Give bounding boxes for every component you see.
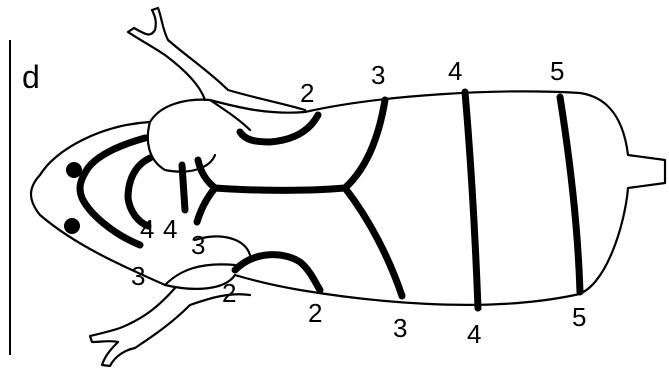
stripe-4 <box>465 92 478 308</box>
eye-upper <box>66 162 82 178</box>
label-bottom-4: 4 <box>467 319 481 349</box>
label-top-4: 4 <box>448 56 462 86</box>
eye-lower <box>64 218 80 234</box>
label-top-3: 3 <box>371 60 385 90</box>
label-head-4b: 4 <box>163 214 177 244</box>
label-head-3-right: 3 <box>191 230 205 260</box>
label-top-2: 2 <box>300 78 314 108</box>
label-head-3-left: 3 <box>131 261 145 291</box>
stripe-3-lower-branch <box>345 188 402 296</box>
head-stripe-bar <box>182 165 185 210</box>
stripe-5 <box>560 97 580 292</box>
label-head-4a: 4 <box>140 214 154 244</box>
label-bottom-5: 5 <box>572 302 586 332</box>
upper-leg-outline <box>128 8 305 110</box>
stripe-2-upper <box>240 115 318 142</box>
label-bottom-3: 3 <box>393 313 407 343</box>
label-bottom-2a: 2 <box>222 278 236 308</box>
head-stripe-v <box>80 138 145 245</box>
label-bottom-2b: 2 <box>308 298 322 328</box>
label-top-5: 5 <box>550 56 564 86</box>
panel-label: d <box>22 59 40 95</box>
stripe-3-left-branch <box>197 188 215 222</box>
